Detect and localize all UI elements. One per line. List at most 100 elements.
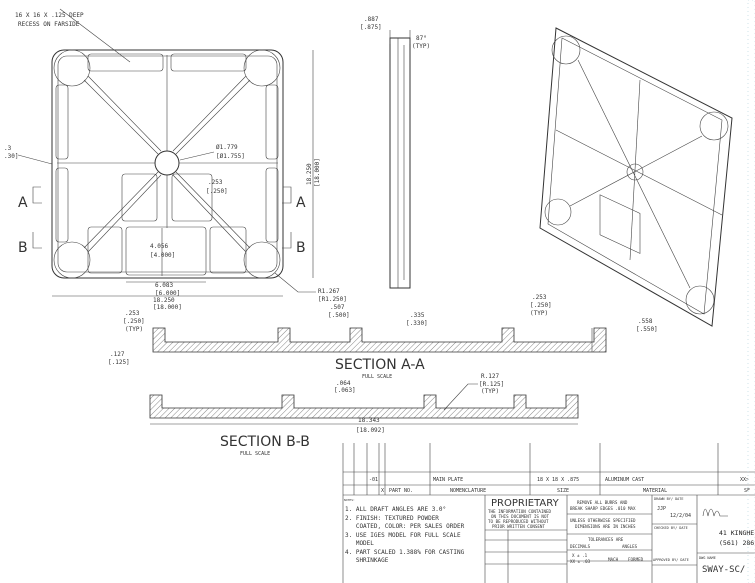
proprietary-line3: TO BE REPRODUCED WITHOUT	[488, 519, 549, 524]
company-logo	[702, 508, 728, 517]
qty-header: X	[381, 488, 384, 494]
proprietary-line1: THE INFORMATION CONTAINED	[488, 509, 552, 514]
drawn-by-label: DRAWN BY/ DATE	[654, 497, 684, 501]
b-fillet-dim-alt: [R.125]	[479, 381, 504, 388]
note-2: 2. FINISH: TEXTURED POWDER	[345, 515, 439, 522]
section-b-scale: FULL SCALE	[240, 451, 270, 457]
a-wall-left-alt: [.250]	[123, 318, 145, 325]
part-material: ALUMINUM CAST	[605, 477, 644, 483]
left-partial-dim1: .3	[4, 145, 12, 152]
pocket-height-dim-alt: [4.000]	[150, 252, 175, 259]
a-depth-dim: .335	[410, 312, 425, 319]
a-slot-dim-alt: [.500]	[328, 312, 350, 319]
recess-note-line1: 16 X 16 X .125 DEEP	[15, 12, 84, 19]
tol-2: XX ± .03	[570, 559, 591, 564]
overall-width-dim: 18.250	[153, 297, 175, 304]
mach-label: MACH	[608, 557, 619, 562]
note-3: 3. USE IGES MODEL FOR FULL SCALE	[345, 532, 461, 539]
b-length-dim-alt: [18.092]	[356, 427, 385, 434]
title-block: -01 MAIN PLATE 18 X 18 X .875 ALUMINUM C…	[342, 443, 755, 583]
drawn-by: JJP	[657, 506, 666, 512]
row2-extra: SF	[744, 488, 750, 494]
b-fillet-typ: (TYP)	[481, 388, 499, 395]
tol-1: X ± .1	[572, 553, 588, 558]
a-wall-right: .253	[532, 294, 547, 301]
center-hole-dim-alt: [Ø1.755]	[216, 153, 245, 160]
drawn-date: 12/2/04	[670, 513, 691, 519]
note-2b: COATED, COLOR: PER SALES ORDER	[345, 523, 465, 530]
burrs-line1: REMOVE ALL BURRS AND	[577, 500, 628, 505]
row1-extra: XX>	[740, 477, 749, 483]
nomenclature-header: NOMENCLATURE	[450, 488, 486, 494]
section-a-scale: FULL SCALE	[362, 374, 392, 380]
a-wall-left-typ: (TYP)	[125, 326, 143, 333]
note-3b: MODEL	[345, 540, 374, 547]
note-1: 1. ALL DRAFT ANGLES ARE 3.0°	[345, 506, 446, 513]
unless-line1: UNLESS OTHERWISE SPECIFIED	[570, 518, 636, 523]
center-hole	[154, 150, 180, 176]
draft-angle-dim: 87°	[416, 35, 427, 42]
corner-radius-dim: R1.267	[318, 288, 340, 295]
top-view: 16 X 16 X .125 DEEP RECESS ON FARSIDE .3…	[4, 8, 347, 311]
recess-note-line2: RECESS ON FARSIDE	[18, 21, 80, 28]
center-hole-dim: Ø1.779	[216, 144, 238, 151]
section-b-right: B	[296, 240, 306, 256]
proprietary-line4: PRIOR WRITTEN CONSENT	[492, 524, 545, 529]
dwg-name: SWAY-SC/	[702, 565, 745, 575]
overall-height-dim-alt: [18.000]	[314, 158, 321, 187]
a-floor-dim: .127	[110, 351, 125, 358]
decimals-label: DECIMALS	[570, 544, 591, 549]
overall-width-dim-alt: [18.000]	[153, 304, 182, 311]
side-thickness-dim: .887	[364, 16, 379, 23]
b-step-dim: .064	[336, 380, 351, 387]
company-address-1: 41 KINGHE	[719, 529, 754, 537]
unless-line2: DIMENSIONS ARE IN INCHES	[575, 524, 636, 529]
a-depth-dim-alt: [.330]	[406, 320, 428, 327]
section-a-right: A	[296, 195, 306, 211]
note-4b: SHRINKAGE	[345, 557, 389, 564]
b-fillet-dim: R.127	[481, 373, 499, 380]
a-wall-right-alt: [.250]	[530, 302, 552, 309]
note-4: 4. PART SCALED 1.388% FOR CASTING	[345, 549, 465, 556]
section-b-title: SECTION B-B	[220, 434, 310, 450]
overall-height-dim: 18.250	[306, 163, 313, 185]
part-name: MAIN PLATE	[433, 477, 463, 483]
size-header: SIZE	[557, 488, 569, 494]
tolerances-label: TOLERANCES ARE	[588, 537, 624, 542]
section-a-left: A	[18, 195, 28, 211]
notes-header: NOTES:	[344, 498, 355, 502]
dash-number: -01	[369, 477, 378, 483]
checked-by-label: CHECKED BY/ DATE	[654, 526, 688, 530]
formed-label: FORMED	[628, 557, 644, 562]
b-step-dim-alt: [.063]	[334, 387, 356, 394]
company-address-2: (561) 286	[719, 539, 754, 547]
side-thickness-dim-alt: [.875]	[360, 24, 382, 31]
proprietary-line2: ON THIS DOCUMENT IS NOT	[491, 514, 549, 519]
a-height-dim: .558	[638, 318, 653, 325]
section-b-left: B	[18, 240, 28, 256]
a-wall-right-typ: (TYP)	[530, 310, 548, 317]
section-a-a: .253 [.250] (TYP) .507 [.500] .335 [.330…	[108, 294, 658, 380]
corner-radius-dim-alt: [R1.250]	[318, 296, 347, 303]
draft-angle-typ: (TYP)	[412, 43, 430, 50]
a-floor-dim-alt: [.125]	[108, 359, 130, 366]
b-length-dim: 18.343	[358, 417, 380, 424]
rib-width-dim: .253	[208, 179, 223, 186]
material-header: MATERIAL	[643, 488, 667, 494]
corner-bosses	[53, 49, 281, 279]
section-a-title: SECTION A-A	[335, 357, 425, 373]
a-wall-left: .253	[125, 310, 140, 317]
part-no-header: PART NO.	[389, 488, 413, 494]
isometric-view	[539, 27, 733, 327]
left-partial-dim2: .30]	[4, 153, 18, 160]
proprietary-title: PROPRIETARY	[491, 498, 560, 509]
section-b-b: .064 [.063] R.127 [R.125] (TYP) 18.343 […	[149, 373, 579, 457]
pocket-width-dim-alt: [6.000]	[155, 290, 180, 297]
approved-by-label: APPROVED BY/ DATE	[653, 558, 689, 562]
a-slot-dim: .507	[330, 304, 345, 311]
ribs	[55, 53, 279, 276]
pocket-width-dim: 6.083	[155, 282, 173, 289]
dwg-name-label: DWG NAME	[699, 556, 716, 560]
burrs-line2: BREAK SHARP EDGES .010 MAX	[570, 506, 636, 511]
